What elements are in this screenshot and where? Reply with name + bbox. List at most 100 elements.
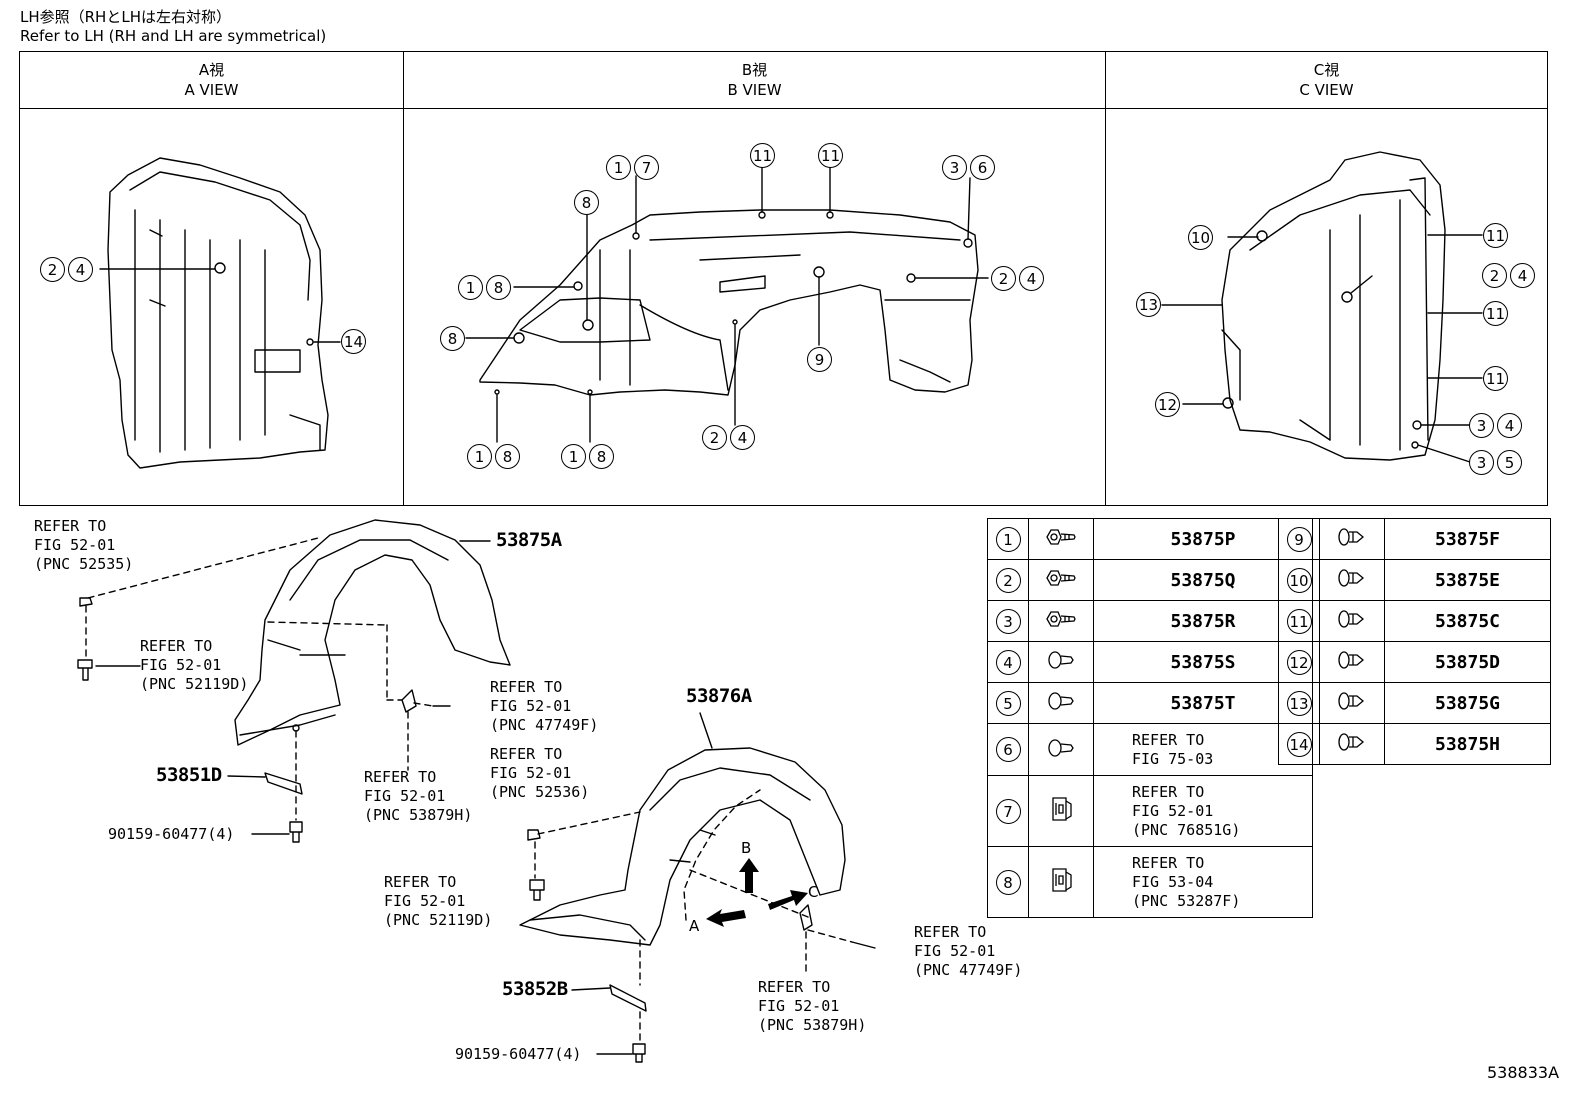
callout-14: 14 xyxy=(341,329,366,354)
callout-11: 11 xyxy=(1483,366,1508,391)
callout-1: 1 xyxy=(467,444,492,469)
clip-icon xyxy=(1028,723,1094,776)
callout-2: 2 xyxy=(40,257,65,282)
legend-number: 9 xyxy=(1278,518,1320,560)
view-c-title-en: C VIEW xyxy=(1299,81,1354,99)
legend-part-number: 53875D xyxy=(1384,641,1551,683)
screw-icon xyxy=(1028,600,1094,642)
ref-pnc-47749f-upper: REFER TO FIG 52-01 (PNC 47749F) xyxy=(490,678,599,734)
legend-row: 9 53875F xyxy=(1278,518,1551,560)
legend-number: 3 xyxy=(987,600,1029,642)
push-clip-icon xyxy=(1319,641,1385,683)
ref-pnc-52535: REFER TO FIG 52-01 (PNC 52535) xyxy=(34,517,134,573)
view-a-title: A視 A VIEW xyxy=(20,52,403,109)
callout-4: 4 xyxy=(730,425,755,450)
view-c-panel: C視 C VIEW xyxy=(1106,52,1547,505)
legend-part-number: 53875F xyxy=(1384,518,1551,560)
small-parts xyxy=(77,597,876,1063)
legend-part-number: 53875E xyxy=(1384,559,1551,601)
callout-10: 10 xyxy=(1188,225,1213,250)
exploded-liner-upper xyxy=(234,519,511,746)
push-clip-icon xyxy=(1319,723,1385,765)
legend-number: 10 xyxy=(1278,559,1320,601)
arrow-c-label: C xyxy=(808,883,819,901)
clip-icon xyxy=(1028,641,1094,683)
callout-4: 4 xyxy=(1510,263,1535,288)
ref-pnc-52536: REFER TO FIG 52-01 (PNC 52536) xyxy=(490,745,590,801)
callout-8: 8 xyxy=(440,326,465,351)
callout-8: 8 xyxy=(589,444,614,469)
assembly-dashed-lines xyxy=(85,536,853,1043)
arrow-a-label: A xyxy=(689,917,700,935)
part-leaders xyxy=(95,665,633,1055)
view-b-title-jp: B視 xyxy=(741,61,768,79)
legend-part-number: REFER TO FIG 52-01 (PNC 76851G) xyxy=(1093,775,1313,847)
callout-7: 7 xyxy=(634,155,659,180)
ref-pnc-52119d-lower: REFER TO FIG 52-01 (PNC 52119D) xyxy=(384,873,493,929)
arrow-b-label: B xyxy=(741,839,752,857)
legend-number: 11 xyxy=(1278,600,1320,642)
legend-part-number: 53875H xyxy=(1384,723,1551,765)
ref-pnc-53879h-lower: REFER TO FIG 52-01 (PNC 53879H) xyxy=(758,978,867,1034)
legend-part-number: 53875G xyxy=(1384,682,1551,724)
screw-icon xyxy=(1028,518,1094,560)
view-b-liner-shape xyxy=(479,209,979,396)
legend-part-number: 53875T xyxy=(1093,682,1313,724)
callout-6: 6 xyxy=(970,155,995,180)
callout-11: 11 xyxy=(818,143,843,168)
legend-part-number: 53875P xyxy=(1093,518,1313,560)
view-c-title: C視 C VIEW xyxy=(1106,52,1547,109)
callout-2: 2 xyxy=(991,266,1016,291)
legend-number: 8 xyxy=(987,846,1029,918)
callout-c-12: 12 xyxy=(1155,392,1183,417)
callout-5: 5 xyxy=(1497,450,1522,475)
callout-4: 4 xyxy=(1497,413,1522,438)
callout-1: 1 xyxy=(606,155,631,180)
header-english: Refer to LH (RH and LH are symmetrical) xyxy=(20,27,327,45)
callout-2: 2 xyxy=(1482,263,1507,288)
legend-number: 14 xyxy=(1278,723,1320,765)
exploded-liner-lower xyxy=(519,747,846,946)
callout-c-13: 13 xyxy=(1136,292,1164,317)
ref-pnc-53879h-upper: REFER TO FIG 52-01 (PNC 53879H) xyxy=(364,768,473,824)
header-japanese: LH参照（RHとLHは左右対称） xyxy=(20,8,231,26)
legend-number: 6 xyxy=(987,723,1029,776)
view-c-liner-shape xyxy=(1221,151,1446,461)
callout-11: 11 xyxy=(750,143,775,168)
legend-part-number: REFER TO FIG 53-04 (PNC 53287F) xyxy=(1093,846,1313,918)
clip-icon xyxy=(1028,682,1094,724)
view-a-panel: A視 A VIEW xyxy=(20,52,404,505)
callout-8: 8 xyxy=(495,444,520,469)
callout-b-8: 8 xyxy=(574,190,602,215)
view-c-title-jp: C視 xyxy=(1313,61,1340,79)
legend-number: 7 xyxy=(987,775,1029,847)
callout-c-10: 10 xyxy=(1188,225,1216,250)
legend-part-number: REFER TO FIG 75-03 xyxy=(1093,723,1313,776)
callout-13: 13 xyxy=(1136,292,1161,317)
legend-part-number: 53875R xyxy=(1093,600,1313,642)
callout-a-14: 14 xyxy=(341,329,369,354)
callout-c-11c: 11 xyxy=(1483,366,1511,391)
part-53876a: 53876A xyxy=(686,685,752,707)
callout-12: 12 xyxy=(1155,392,1180,417)
legend-part-number: 53875S xyxy=(1093,641,1313,683)
legend-row: 14 53875H xyxy=(1278,723,1551,765)
push-clip-icon xyxy=(1319,600,1385,642)
push-clip-icon xyxy=(1319,682,1385,724)
callout-b-11a: 11 xyxy=(750,143,778,168)
callout-3: 3 xyxy=(942,155,967,180)
view-a-title-en: A VIEW xyxy=(184,81,239,99)
views-frame: A視 A VIEW B視 B VIEW C視 C VIEW xyxy=(19,51,1548,506)
push-clip-icon xyxy=(1319,559,1385,601)
